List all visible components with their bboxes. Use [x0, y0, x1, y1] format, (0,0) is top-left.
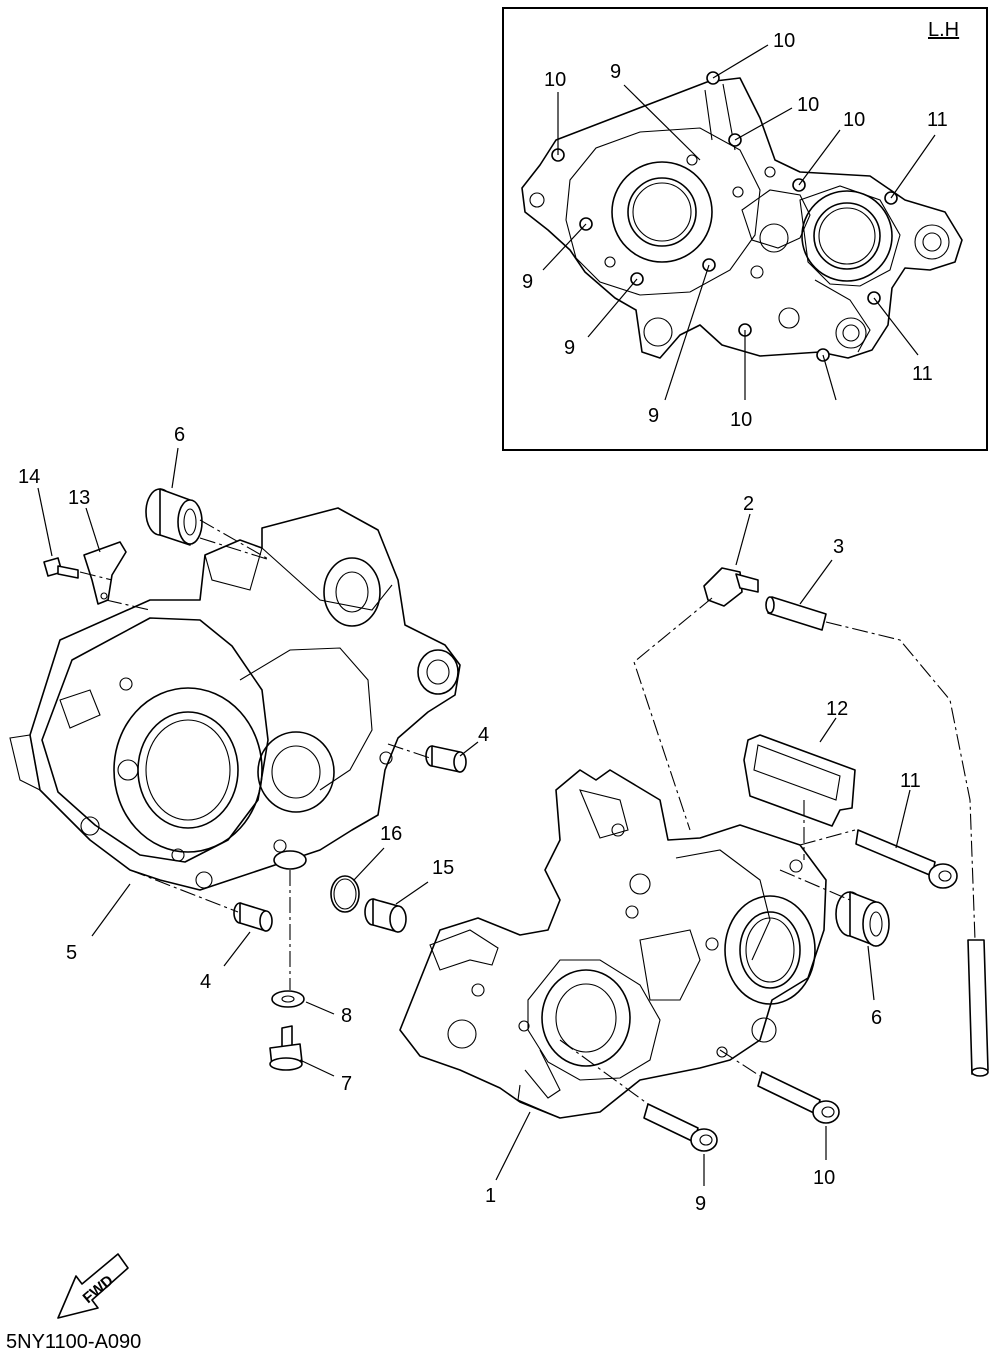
drain-bolt-7	[269, 1025, 303, 1071]
collar-15	[364, 898, 407, 933]
inset-panel: L.H	[502, 7, 988, 451]
hose-guide-12	[743, 734, 856, 827]
breather-hose-3	[765, 596, 989, 1077]
inset-callout-10: 10	[773, 30, 795, 52]
left-crankcase-bolt-holes	[80, 677, 393, 889]
callout-5: 5	[66, 942, 77, 964]
bolt-10	[757, 1071, 840, 1124]
right-crankcase-bolt-holes	[447, 823, 803, 1058]
assembly-lines	[79, 519, 856, 1105]
callout-4: 4	[200, 971, 211, 993]
callout-2: 2	[743, 493, 754, 515]
inset-callout-10: 10	[797, 94, 819, 116]
callout-labels: 1 2 3 4 4 5 6 6 7 8 9 10 11 12 13 14 15 …	[18, 424, 921, 1215]
bolt-14	[43, 557, 79, 579]
drain-bolt-seat	[273, 850, 307, 870]
callout-11: 11	[900, 770, 921, 792]
callout-9: 9	[695, 1193, 706, 1215]
o-ring-16	[330, 875, 360, 913]
left-crankcase-main-bearing	[113, 687, 263, 853]
bolt-9	[643, 1103, 718, 1152]
bolt-11	[855, 829, 958, 889]
inset-left-bearing	[611, 161, 713, 263]
callout-leader-lines	[37, 447, 911, 1186]
inset-leader-lines	[542, 44, 936, 401]
left-crankcase-rear-bearing	[257, 557, 459, 813]
inset-callout-11: 11	[927, 109, 948, 131]
callout-1: 1	[485, 1185, 496, 1207]
dowel-pin-4-upper	[425, 745, 467, 773]
inset-callout-10: 10	[730, 409, 752, 431]
bracket-13	[83, 541, 127, 605]
callout-14: 14	[18, 466, 40, 488]
inset-callout-9: 9	[522, 271, 533, 293]
inset-callout-11: 11	[912, 363, 933, 385]
callout-12: 12	[826, 698, 848, 720]
callout-10: 10	[813, 1167, 835, 1189]
diagram-code: 5NY1100-A090	[6, 1331, 141, 1353]
inset-right-bearing	[801, 190, 893, 282]
callout-3: 3	[833, 536, 844, 558]
callout-6: 6	[174, 424, 185, 446]
inset-holes	[529, 192, 950, 349]
oil-seal-6-upper	[145, 488, 203, 546]
callout-7: 7	[341, 1073, 352, 1095]
inset-label: L.H	[928, 19, 959, 41]
callout-8: 8	[341, 1005, 352, 1027]
left-crankcase-half	[9, 507, 461, 891]
right-crankcase-main-bearing	[541, 895, 816, 1067]
callout-4: 4	[478, 724, 489, 746]
breather-joint-2	[703, 567, 759, 607]
inset-callout-9: 9	[610, 61, 621, 83]
callout-15: 15	[432, 857, 454, 879]
dowel-pin-4-lower	[233, 902, 273, 932]
inset-callout-10: 10	[544, 69, 566, 91]
callout-13: 13	[68, 487, 90, 509]
inset-callout-10: 10	[843, 109, 865, 131]
callout-16: 16	[380, 823, 402, 845]
right-crankcase-half	[399, 769, 827, 1119]
washer-8	[271, 990, 305, 1008]
forward-direction-arrow: FWD	[57, 1253, 129, 1319]
inset-callout-9: 9	[648, 405, 659, 427]
inset-callout-9: 9	[564, 337, 575, 359]
callout-6: 6	[871, 1007, 882, 1029]
inset-callout-labels: 10 10 9 10 10 11 9 9 11 9 10	[522, 30, 948, 431]
oil-seal-6-lower	[835, 891, 890, 947]
